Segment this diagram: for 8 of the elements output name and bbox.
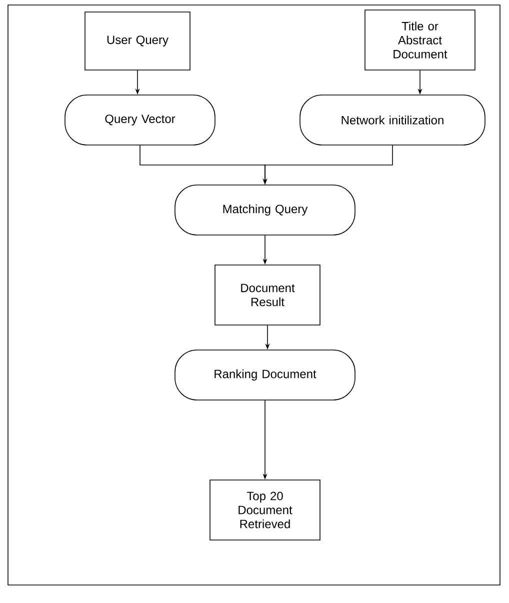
process-box: Title or Abstract Document bbox=[364, 10, 476, 70]
process-terminal: Ranking Document bbox=[174, 350, 356, 400]
process-terminal: Network initilization bbox=[300, 94, 486, 146]
process-box: Top 20 Document Retrieved bbox=[210, 480, 320, 540]
process-terminal: Query Vector bbox=[64, 94, 216, 146]
process-box: Document Result bbox=[214, 264, 320, 326]
process-terminal: Matching Query bbox=[174, 184, 356, 236]
process-box: User Query bbox=[84, 12, 190, 70]
